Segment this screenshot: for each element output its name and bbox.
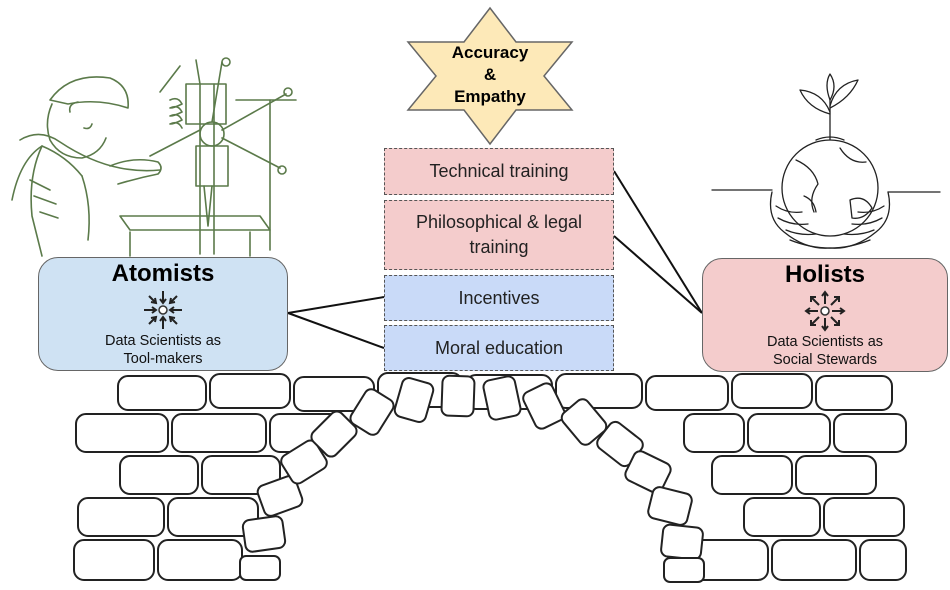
philosophical-legal-training-label: Philosophical & legal training xyxy=(415,212,583,257)
holists-title: Holists xyxy=(784,261,865,288)
atomists-subtitle-line-1: Data Scientists as xyxy=(104,333,222,349)
star-line-accuracy: Accuracy xyxy=(451,43,529,62)
atomists-subtitle-line-2: Tool-makers xyxy=(123,351,203,367)
star-label: Accuracy & Empathy xyxy=(420,42,560,108)
star-line-ampersand: & xyxy=(483,65,497,84)
holists-subtitle: Data Scientists as Social Stewards xyxy=(703,333,947,369)
moral-education-label: Moral education xyxy=(434,337,564,358)
holists-card: Holists Data Scientists as Social Stewar… xyxy=(702,258,948,372)
holists-subtitle-line-2: Social Stewards xyxy=(773,352,877,368)
outward-arrows-icon xyxy=(804,290,846,332)
atomists-title: Atomists xyxy=(111,260,215,287)
technical-training-label: Technical training xyxy=(429,161,569,181)
moral-education-box: Moral education xyxy=(384,325,614,371)
atomists-card: Atomists Data Scientists as Tool-makers xyxy=(38,257,288,371)
star-line-empathy: Empathy xyxy=(454,87,526,106)
incentives-label: Incentives xyxy=(458,287,540,308)
holists-subtitle-line-1: Data Scientists as xyxy=(766,334,884,350)
incentives-box: Incentives xyxy=(384,275,614,321)
inward-arrows-icon xyxy=(144,291,182,329)
atomists-subtitle: Data Scientists as Tool-makers xyxy=(39,332,287,368)
philosophical-legal-training-box: Philosophical & legal training xyxy=(384,200,614,270)
technical-training-box: Technical training xyxy=(384,148,614,195)
